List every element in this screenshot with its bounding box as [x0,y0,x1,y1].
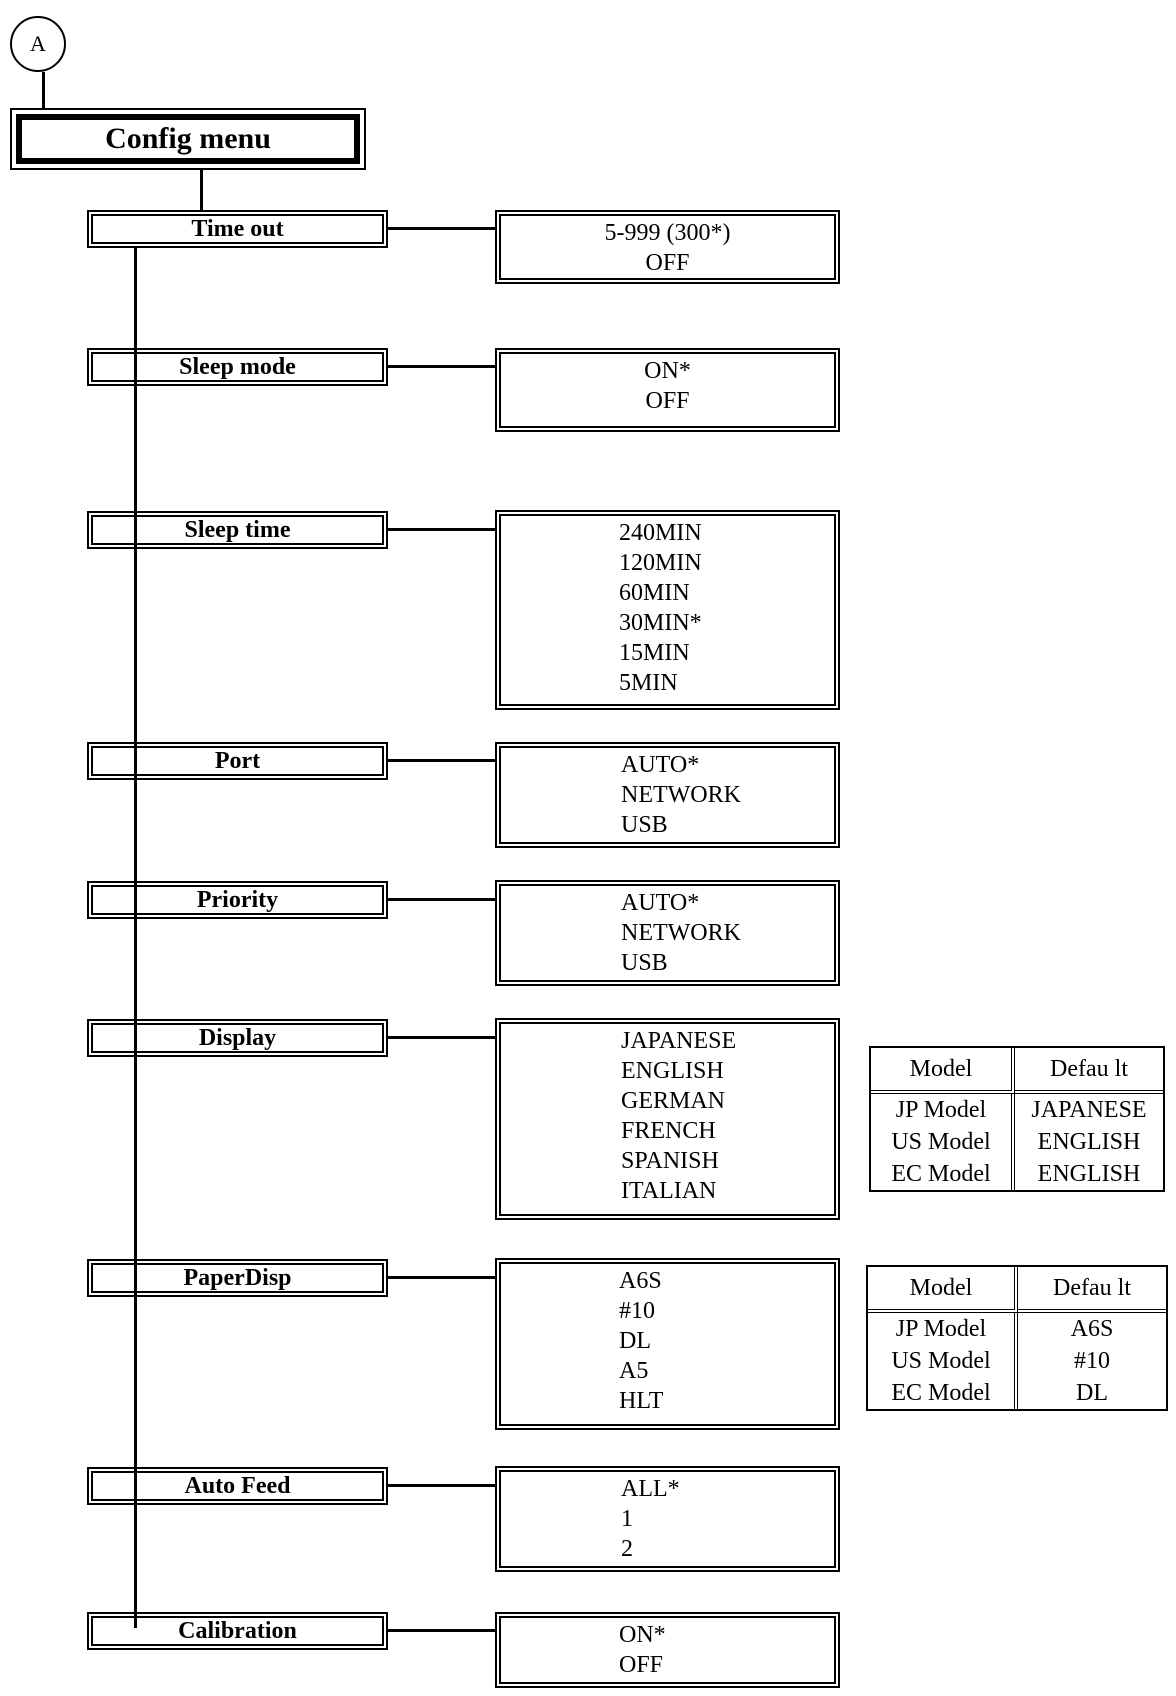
option: #10 [619,1298,655,1324]
menu-auto-feed: Auto Feed [87,1467,388,1505]
options-sleep-time: 240MIN 120MIN 60MIN 30MIN* 15MIN 5MIN [495,510,840,710]
header-model: Model [871,1048,1015,1094]
option: 60MIN [619,580,690,606]
option: 2 [621,1536,633,1562]
table-cell-default: #10 [1074,1347,1110,1374]
menu-display: Display [87,1019,388,1057]
table-cell-model: EC Model [871,1158,1015,1190]
options-time-out: 5-999 (300*) OFF [495,210,840,284]
option: USB [621,812,668,838]
paperdisp-defaults-table: Model Defau lt JP Model A6S US Model #10… [866,1265,1168,1411]
connector-line [42,72,45,108]
menu-sleep-mode: Sleep mode [87,348,388,386]
table-cell-model: EC Model [868,1377,1018,1409]
option: HLT [619,1388,664,1414]
option: ALL* [621,1476,680,1502]
option: 240MIN [619,520,702,546]
option: 5-999 (300*) [604,220,731,246]
options-calibration: ON* OFF [495,1612,840,1688]
menu-paperdisp: PaperDisp [87,1259,388,1297]
option: NETWORK [621,920,741,946]
config-menu-box: Config menu [10,108,366,170]
table-cell-model: JP Model [868,1313,1018,1345]
connector-display [388,1036,495,1039]
option: ON* [644,358,691,384]
option: ENGLISH [621,1058,724,1084]
options-paperdisp: A6S #10 DL A5 HLT [495,1258,840,1430]
option: A5 [619,1358,649,1384]
table-cell-model: JP Model [871,1094,1015,1126]
menu-time-out: Time out [87,210,388,248]
connector-port [388,759,495,762]
option: FRENCH [621,1118,716,1144]
option: OFF [645,250,690,276]
display-defaults-table: Model Defau lt JP Model JAPANESE US Mode… [869,1046,1165,1192]
table-cell-default: ENGLISH [1037,1128,1141,1155]
connector-sleep-mode [388,365,495,368]
header-default: Defau lt [1018,1267,1166,1313]
option: 1 [621,1506,633,1532]
option: 30MIN* [619,610,702,636]
connector-sleep-time [388,528,495,531]
options-auto-feed: ALL* 1 2 [495,1466,840,1572]
connector-a: A [10,16,66,72]
title-connector [200,170,203,210]
option: ITALIAN [621,1178,717,1204]
option: GERMAN [621,1088,726,1114]
menu-priority: Priority [87,881,388,919]
options-display: JAPANESE ENGLISH GERMAN FRENCH SPANISH I… [495,1018,840,1220]
menu-sleep-time: Sleep time [87,511,388,549]
option: A6S [619,1268,662,1294]
connector-time-out [388,227,495,230]
option: USB [621,950,668,976]
config-menu-title: Config menu [16,114,360,164]
option: 120MIN [619,550,702,576]
table-cell-default: JAPANESE [1031,1096,1147,1123]
option: OFF [645,388,690,414]
option: JAPANESE [621,1028,737,1054]
option: AUTO* [621,752,700,778]
table-cell-default: A6S [1070,1315,1114,1342]
header-model: Model [868,1267,1018,1313]
option: AUTO* [621,890,700,916]
options-priority: AUTO* NETWORK USB [495,880,840,986]
options-port: AUTO* NETWORK USB [495,742,840,848]
table-cell-model: US Model [868,1345,1018,1377]
option: 5MIN [619,670,678,696]
table-cell-model: US Model [871,1126,1015,1158]
option: ON* [619,1622,666,1648]
connector-label: A [30,31,46,56]
table-cell-default: ENGLISH [1037,1160,1141,1187]
table-cell-default: DL [1076,1379,1108,1406]
connector-calibration [388,1629,495,1632]
header-default: Defau lt [1015,1048,1163,1094]
connector-auto-feed [388,1484,495,1487]
menu-calibration: Calibration [87,1612,388,1650]
menu-spine [134,248,137,1628]
option: DL [619,1328,651,1354]
connector-priority [388,898,495,901]
option: NETWORK [621,782,741,808]
option: 15MIN [619,640,690,666]
connector-paperdisp [388,1276,495,1279]
menu-port: Port [87,742,388,780]
option: SPANISH [621,1148,719,1174]
option: OFF [619,1652,664,1678]
options-sleep-mode: ON* OFF [495,348,840,432]
